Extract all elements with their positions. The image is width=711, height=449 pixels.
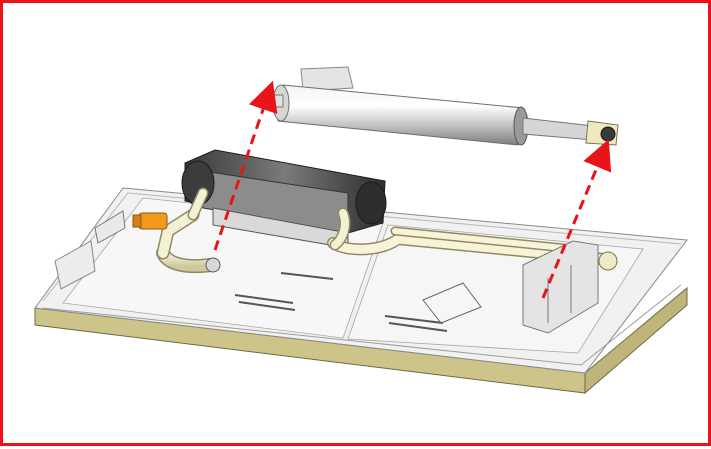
cylinder-tank <box>268 66 619 146</box>
heat-exchanger-block <box>181 149 387 249</box>
assembly-arrows <box>213 80 612 299</box>
arrow-right <box>541 139 612 299</box>
arrow-left <box>213 80 278 251</box>
assembly-illustration <box>34 66 688 395</box>
bracket <box>522 240 599 334</box>
orange-fitting <box>132 212 168 230</box>
